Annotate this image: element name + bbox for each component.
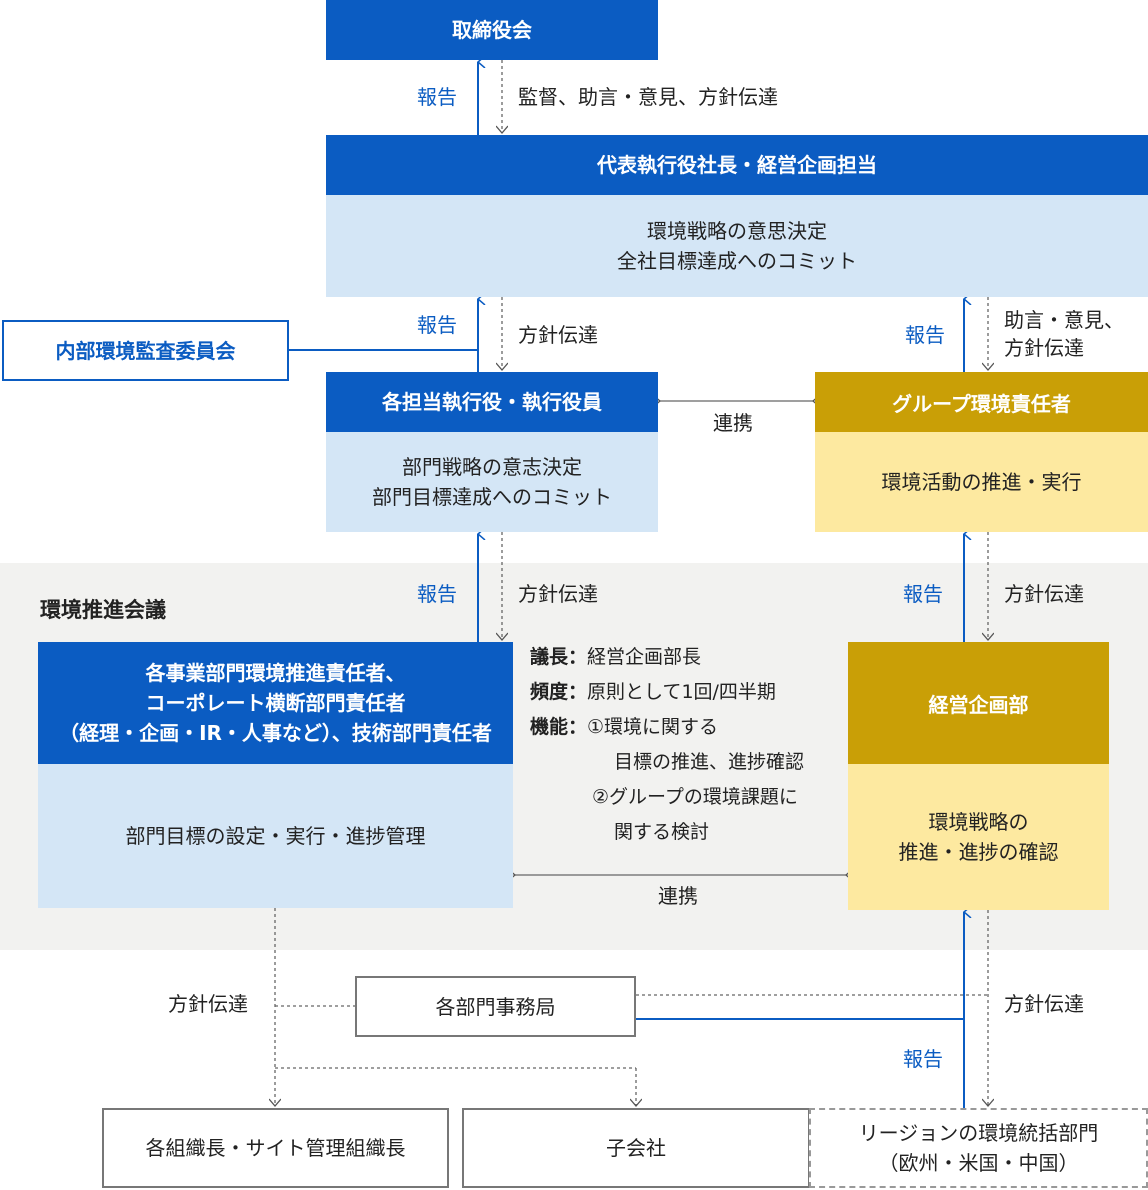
function-line: 関する検討	[614, 821, 710, 843]
dept-heads-title: 各事業部門環境推進責任者、 コーポレート横断部門責任者 （経理・企画・IR・人事…	[38, 642, 513, 764]
policy-label: 方針伝達	[518, 582, 598, 606]
report-label: 報告	[417, 582, 457, 606]
report-label: 報告	[905, 323, 945, 347]
frequency-value: 原則として1回/四半期	[587, 681, 776, 703]
report-label: 報告	[903, 582, 943, 606]
cooperation-label: 連携	[658, 884, 698, 908]
policy-label: 方針伝達	[518, 323, 598, 347]
report-label: 報告	[903, 1047, 943, 1071]
chair-label: 議長：	[530, 646, 588, 668]
chair-value: 経営企画部長	[587, 646, 702, 668]
regional-line: リージョンの環境統括部門	[858, 1121, 1099, 1145]
ceo-body: 環境戦略の意思決定 全社目標達成へのコミット	[326, 195, 1148, 297]
group-env-body: 環境活動の推進・実行	[815, 432, 1148, 532]
subsidiaries-box: 子会社	[462, 1108, 810, 1188]
advice-label: 方針伝達	[1004, 336, 1084, 360]
supervise-label: 監督、助言・意見、方針伝達	[518, 85, 778, 109]
board-box: 取締役会	[326, 0, 658, 60]
frequency-label: 頻度：	[530, 681, 588, 703]
council-info: 議長：経営企画部長 頻度：原則として1回/四半期 機能：①環境に関する 目標の推…	[530, 640, 804, 850]
policy-label: 方針伝達	[168, 992, 248, 1016]
function-line: 目標の推進、進捗確認	[614, 751, 805, 773]
planning-line: 推進・進捗の確認	[898, 840, 1059, 864]
group-env-title: グループ環境責任者	[815, 372, 1148, 432]
officers-title: 各担当執行役・執行役員	[326, 372, 658, 432]
policy-label: 方針伝達	[1004, 582, 1084, 606]
advice-label: 助言・意見、	[1004, 308, 1124, 332]
report-label: 報告	[417, 313, 457, 337]
org-heads-box: 各組織長・サイト管理組織長	[102, 1108, 449, 1188]
function-label: 機能：	[530, 716, 588, 738]
policy-label: 方針伝達	[1004, 992, 1084, 1016]
officers-line: 部門戦略の意志決定	[402, 455, 582, 479]
cooperation-label: 連携	[713, 411, 753, 435]
planning-title: 経営企画部	[848, 642, 1109, 764]
dept-heads-title-line: 各事業部門環境推進責任者、	[145, 661, 406, 685]
ceo-title: 代表執行役社長・経営企画担当	[326, 135, 1148, 195]
function-line: ①環境に関する	[587, 716, 719, 738]
regional-line: （欧州・米国・中国）	[878, 1151, 1079, 1175]
regional-env-box: リージョンの環境統括部門 （欧州・米国・中国）	[809, 1108, 1148, 1188]
officers-body: 部門戦略の意志決定 部門目標達成へのコミット	[326, 432, 658, 532]
report-label: 報告	[417, 85, 457, 109]
officers-line: 部門目標達成へのコミット	[372, 485, 612, 509]
function-line: ②グループの環境課題に	[592, 786, 798, 808]
ceo-line: 環境戦略の意思決定	[647, 219, 827, 243]
dept-heads-line: 部門目標の設定・実行・進捗管理	[125, 824, 426, 848]
dept-heads-title-line: （経理・企画・IR・人事など）、技術部門責任者	[59, 721, 492, 745]
planning-body: 環境戦略の 推進・進捗の確認	[848, 764, 1109, 910]
ceo-line: 全社目標達成へのコミット	[617, 249, 857, 273]
council-title: 環境推進会議	[40, 598, 166, 622]
dept-heads-title-line: コーポレート横断部門責任者	[145, 691, 406, 715]
group-env-line: 環境活動の推進・実行	[881, 470, 1082, 494]
secretariat-box: 各部門事務局	[355, 976, 636, 1037]
audit-committee-box: 内部環境監査委員会	[2, 320, 289, 381]
planning-line: 環境戦略の	[928, 810, 1029, 834]
dept-heads-body: 部門目標の設定・実行・進捗管理	[38, 764, 513, 908]
